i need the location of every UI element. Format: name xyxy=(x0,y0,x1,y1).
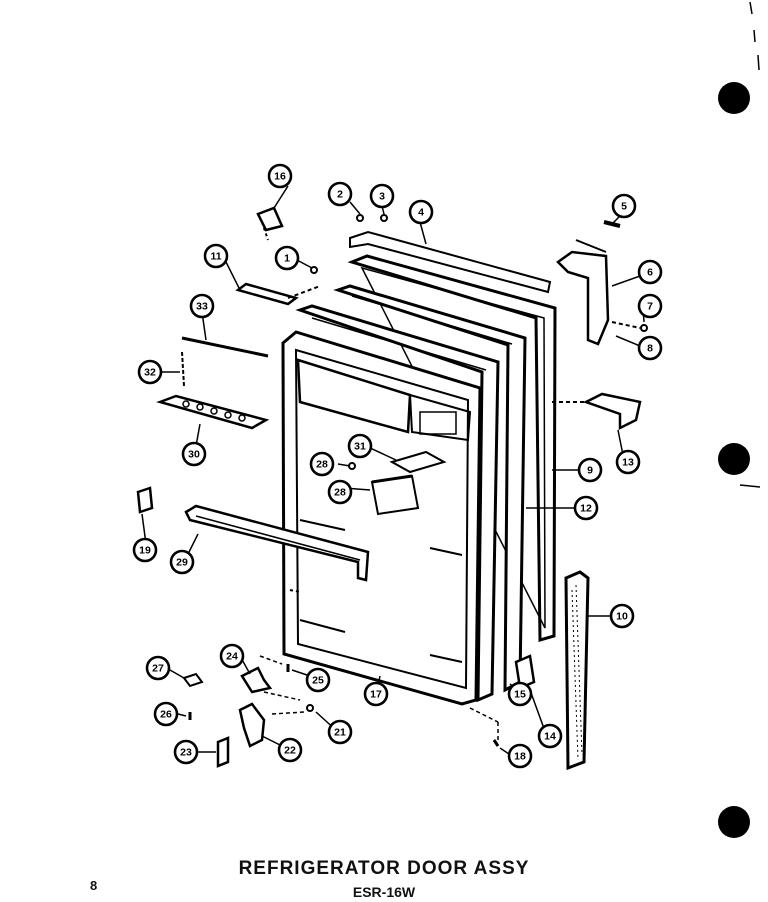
callout-30: 30 xyxy=(181,441,207,467)
callout-label: 15 xyxy=(514,689,526,701)
callout-label: 11 xyxy=(210,251,221,263)
callout-16: 16 xyxy=(267,163,293,189)
binder-hole-top xyxy=(718,82,750,114)
door-handle-10 xyxy=(564,570,590,771)
callout-label: 29 xyxy=(176,557,188,569)
callout-label: 21 xyxy=(334,727,346,739)
callout-11: 11 xyxy=(203,243,229,269)
binder-hole-bottom xyxy=(718,806,750,838)
callout-29: 29 xyxy=(169,549,195,575)
callout-27: 27 xyxy=(145,655,171,681)
binder-hole-middle xyxy=(718,443,750,475)
callout-9: 9 xyxy=(577,457,603,483)
callout-8: 8 xyxy=(637,335,663,361)
callout-label: 32 xyxy=(144,367,156,379)
callout-label: 31 xyxy=(354,441,366,453)
page-number: 8 xyxy=(90,878,98,893)
callout-label: 16 xyxy=(274,171,286,183)
callout-label: 27 xyxy=(152,663,164,675)
callout-label: 26 xyxy=(160,709,172,721)
callout-label: 10 xyxy=(616,611,628,623)
callout-2: 2 xyxy=(327,181,353,207)
bottom-hinge-24 xyxy=(240,666,273,694)
scan-marks xyxy=(739,1,761,488)
callout-label: 2 xyxy=(337,189,343,201)
callout-label: 33 xyxy=(196,301,208,313)
callout-label: 12 xyxy=(580,503,592,515)
callout-25: 25 xyxy=(305,667,331,693)
callout-15: 15 xyxy=(507,681,533,707)
callout-10: 10 xyxy=(609,603,635,629)
callout-label: 5 xyxy=(621,201,627,213)
callout-28: 28 xyxy=(327,479,353,505)
callout-label: 30 xyxy=(188,449,200,461)
callout-label: 24 xyxy=(226,651,238,663)
callout-12: 12 xyxy=(573,495,599,521)
callout-28: 28 xyxy=(309,451,335,477)
callout-label: 9 xyxy=(587,465,593,477)
callout-label: 3 xyxy=(379,191,385,203)
callout-label: 22 xyxy=(284,745,296,757)
callout-1: 1 xyxy=(274,245,300,271)
callout-4: 4 xyxy=(408,199,434,225)
callout-22: 22 xyxy=(277,737,303,763)
callout-33: 33 xyxy=(189,293,215,319)
outer-door-panel xyxy=(347,254,557,642)
callout-3: 3 xyxy=(369,183,395,209)
callout-14: 14 xyxy=(537,723,563,749)
callout-7: 7 xyxy=(637,293,663,319)
callout-label: 28 xyxy=(334,487,346,499)
callout-label: 6 xyxy=(647,267,653,279)
callout-24: 24 xyxy=(219,643,245,669)
callout-6: 6 xyxy=(637,259,663,285)
callout-label: 25 xyxy=(312,675,324,687)
model-number: ESR-16W xyxy=(352,884,416,897)
callout-label: 23 xyxy=(180,747,192,759)
callout-17: 17 xyxy=(363,681,389,707)
callout-label: 7 xyxy=(647,301,653,313)
callout-23: 23 xyxy=(173,739,199,765)
callout-label: 18 xyxy=(514,751,526,763)
callout-5: 5 xyxy=(611,193,637,219)
callout-13: 13 xyxy=(615,449,641,475)
door-parts xyxy=(136,206,648,771)
callout-label: 1 xyxy=(284,253,290,265)
callout-label: 13 xyxy=(622,457,634,469)
callout-19: 19 xyxy=(132,537,158,563)
callout-18: 18 xyxy=(507,743,533,769)
egg-shelf-30 xyxy=(155,394,270,430)
callout-32: 32 xyxy=(137,359,163,385)
inner-door-liner xyxy=(281,330,482,706)
callout-21: 21 xyxy=(327,719,353,745)
page-title: REFRIGERATOR DOOR ASSY xyxy=(238,858,530,879)
callout-26: 26 xyxy=(153,701,179,727)
callout-label: 19 xyxy=(139,545,151,557)
callout-label: 4 xyxy=(418,207,424,219)
callout-label: 28 xyxy=(316,459,328,471)
breaker-strip-frame xyxy=(295,304,500,703)
callout-label: 17 xyxy=(370,689,382,701)
callout-label: 8 xyxy=(647,343,653,355)
top-hinge-6 xyxy=(556,250,610,346)
callout-31: 31 xyxy=(347,433,373,459)
callout-label: 14 xyxy=(544,731,556,743)
door-shelf-28 xyxy=(184,504,370,582)
